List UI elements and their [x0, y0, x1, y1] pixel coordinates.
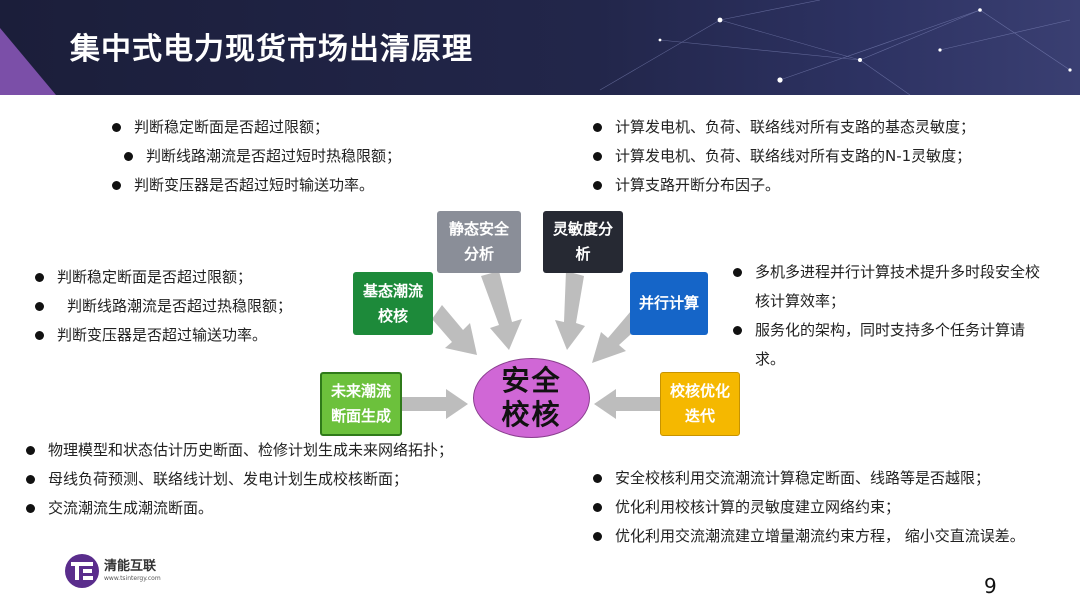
mid-left-list: 判断稳定断面是否超过限额； 判断线路潮流是否超过热稳限额； 判断变压器是否超过输… — [33, 263, 292, 350]
list-item: 判断稳定断面是否超过限额； — [110, 113, 401, 142]
parallel-box: 并行计算 — [630, 272, 708, 335]
base-flow-box: 基态潮流校核 — [353, 272, 433, 335]
security-check-circle: 安全 校核 — [473, 358, 590, 438]
logo-url: www.tsintergy.com — [104, 575, 161, 582]
list-item: 计算发电机、负荷、联络线对所有支路的N-1灵敏度； — [591, 142, 975, 171]
top-right-list: 计算发电机、负荷、联络线对所有支路的基态灵敏度； 计算发电机、负荷、联络线对所有… — [591, 113, 975, 200]
logo-icon — [65, 554, 99, 588]
future-flow-box: 未来潮流断面生成 — [320, 372, 402, 436]
company-logo: 清能互联 www.tsintergy.com — [64, 553, 161, 589]
list-item: 物理模型和状态估计历史断面、检修计划生成未来网络拓扑； — [24, 436, 469, 465]
list-item: 优化利用校核计算的灵敏度建立网络约束； — [591, 493, 1061, 522]
list-item: 安全校核利用交流潮流计算稳定断面、线路等是否越限； — [591, 464, 1061, 493]
static-security-box: 静态安全分析 — [437, 211, 521, 273]
logo-name: 清能互联 — [104, 559, 157, 574]
list-item: 判断变压器是否超过短时输送功率。 — [110, 171, 401, 200]
bottom-right-list: 安全校核利用交流潮流计算稳定断面、线路等是否越限； 优化利用校核计算的灵敏度建立… — [591, 464, 1061, 551]
arrow-from-iteration — [594, 389, 660, 419]
list-item: 判断变压器是否超过输送功率。 — [33, 321, 292, 350]
list-item: 判断线路潮流是否超过热稳限额； — [33, 292, 292, 321]
page-number: 9 — [984, 574, 997, 598]
list-item: 优化利用交流潮流建立增量潮流约束方程， 缩小交直流误差。 — [591, 522, 1061, 551]
arrow-from-base-flow — [432, 305, 477, 355]
list-item: 交流潮流生成潮流断面。 — [24, 494, 469, 523]
center-label-1: 安全 — [501, 364, 562, 397]
page-title: 集中式电力现货市场出清原理 — [70, 32, 473, 67]
sensitivity-box: 灵敏度分析 — [543, 211, 623, 273]
top-left-list: 判断稳定断面是否超过限额； 判断线路潮流是否超过短时热稳限额； 判断变压器是否超… — [110, 113, 401, 200]
network-decoration — [599, 0, 1072, 95]
header-bar: 集中式电力现货市场出清原理 — [0, 0, 1080, 95]
list-item: 计算支路开断分布因子。 — [591, 171, 975, 200]
list-item: 多机多进程并行计算技术提升多时段安全校核计算效率； — [731, 258, 1051, 316]
list-item: 判断线路潮流是否超过短时热稳限额； — [122, 142, 401, 171]
list-item: 计算发电机、负荷、联络线对所有支路的基态灵敏度； — [591, 113, 975, 142]
list-item: 母线负荷预测、联络线计划、发电计划生成校核断面； — [24, 465, 469, 494]
list-item: 判断稳定断面是否超过限额； — [33, 263, 292, 292]
arrow-from-sensitivity — [555, 271, 585, 350]
arrow-from-static-security — [481, 271, 522, 350]
center-label-2: 校核 — [501, 398, 562, 431]
iteration-box: 校核优化迭代 — [660, 372, 740, 436]
arrow-from-parallel — [592, 311, 641, 363]
arrow-from-future-flow — [402, 389, 468, 419]
mid-right-list: 多机多进程并行计算技术提升多时段安全校核计算效率； 服务化的架构，同时支持多个任… — [731, 258, 1051, 374]
list-item: 服务化的架构，同时支持多个任务计算请求。 — [731, 316, 1051, 374]
accent-triangle — [0, 28, 56, 95]
bottom-left-list: 物理模型和状态估计历史断面、检修计划生成未来网络拓扑； 母线负荷预测、联络线计划… — [24, 436, 469, 523]
